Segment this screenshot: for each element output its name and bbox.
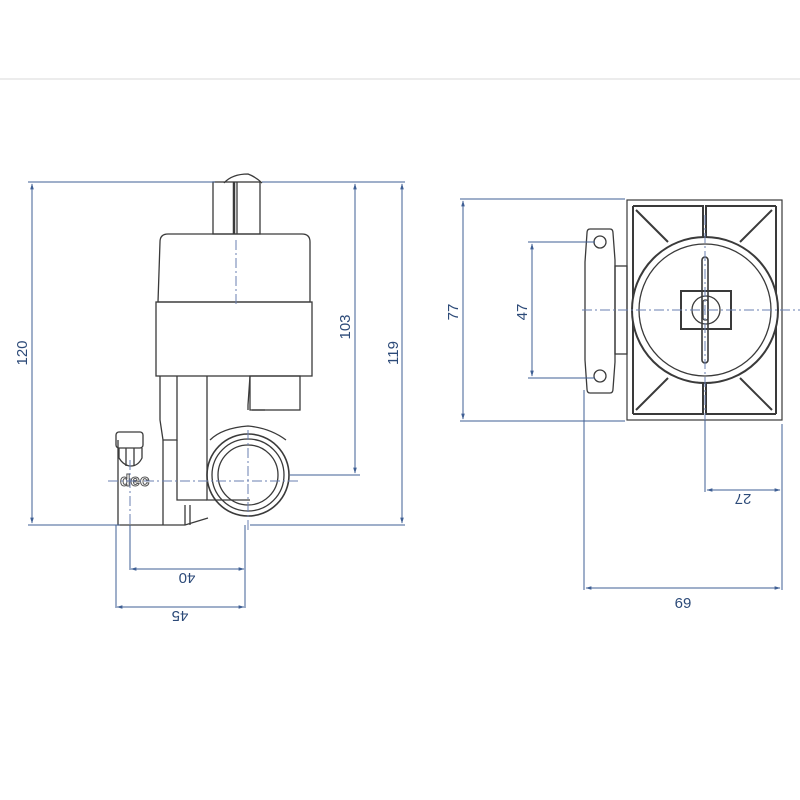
front-view-dimensions [460, 198, 783, 590]
cable-connector [115, 431, 144, 467]
sheet-top-edge [0, 78, 800, 80]
mount-hole-bottom [593, 369, 607, 383]
side-view-dimensions [28, 181, 405, 609]
mounting-flange [584, 228, 628, 394]
dim-overall-width: 69 [675, 595, 692, 612]
dim-actuator-height: 103 [337, 314, 354, 339]
dim-front-height: 77 [445, 304, 462, 321]
mount-hole-top [593, 235, 607, 249]
side-view: dec [115, 173, 313, 526]
side-view-centerlines [108, 240, 300, 530]
manual-override-knob [212, 173, 263, 235]
dim-mount-hole-spacing: 47 [514, 304, 531, 321]
dim-overall-height: 120 [14, 340, 31, 365]
actuator-housing [155, 233, 313, 377]
dim-center-to-edge: 27 [735, 490, 752, 507]
valve-bracket [117, 375, 301, 526]
dim-height-right: 119 [385, 341, 402, 365]
front-view-centerlines [582, 215, 800, 425]
dim-width-outer: 45 [172, 607, 189, 624]
dim-width-inner: 40 [179, 569, 196, 586]
